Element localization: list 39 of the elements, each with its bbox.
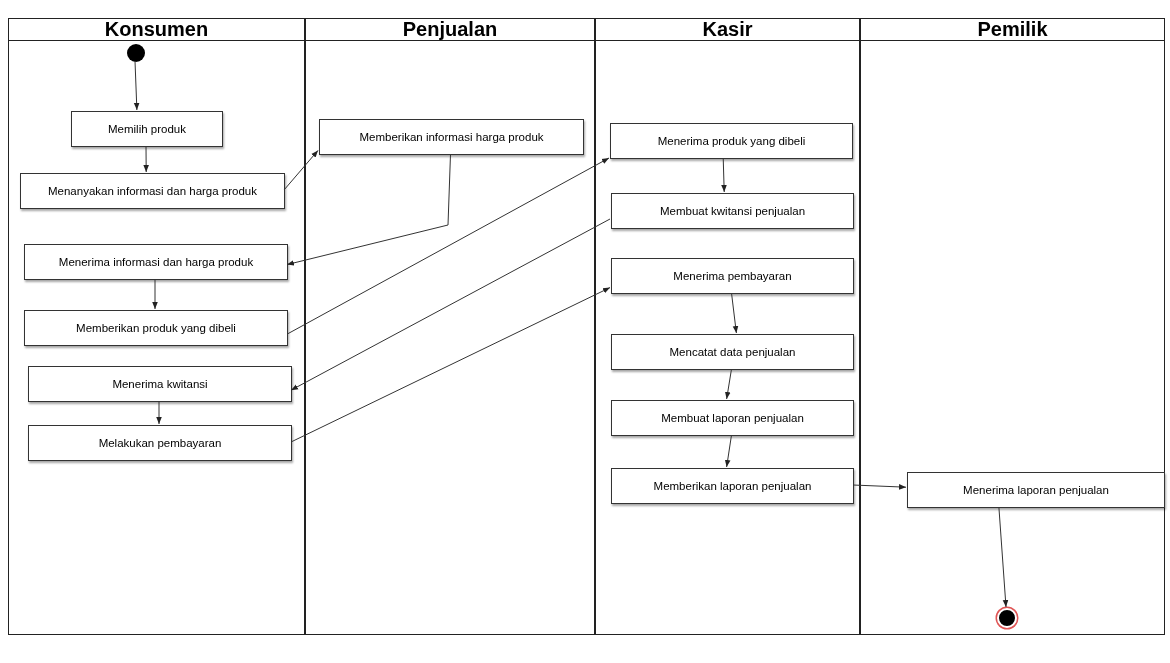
arrow <box>998 506 1009 608</box>
lane-title: Penjualan <box>306 19 594 41</box>
swimlane <box>305 18 595 635</box>
activity-box: Mencatat data penjualan <box>611 334 854 370</box>
lane-title: Kasir <box>596 19 859 41</box>
activity-box: Memilih produk <box>71 111 223 147</box>
end-node <box>997 608 1017 628</box>
arrow <box>286 153 451 266</box>
arrow <box>152 278 158 310</box>
swimlane <box>595 18 860 635</box>
activity-box: Menerima pembayaran <box>611 258 854 294</box>
arrow <box>143 145 149 173</box>
swimlane <box>860 18 1165 635</box>
start-node <box>127 44 145 62</box>
activity-box: Menanyakan informasi dan harga produk <box>20 173 285 209</box>
arrow <box>286 157 610 335</box>
activity-box: Membuat kwitansi penjualan <box>611 193 854 229</box>
arrow <box>721 157 727 193</box>
activity-box: Memberikan laporan penjualan <box>611 468 854 504</box>
activity-box: Memberikan informasi harga produk <box>319 119 584 155</box>
arrow <box>731 292 739 334</box>
activity-box: Menerima laporan penjualan <box>907 472 1165 508</box>
lane-title: Pemilik <box>861 19 1164 41</box>
arrow <box>283 149 319 191</box>
arrow <box>156 400 162 425</box>
activity-box: Menerima kwitansi <box>28 366 292 402</box>
activity-box: Memberikan produk yang dibeli <box>24 310 288 346</box>
swimlane <box>8 18 305 635</box>
arrow <box>724 434 732 468</box>
arrow <box>725 368 732 400</box>
activity-box: Membuat laporan penjualan <box>611 400 854 436</box>
arrow <box>290 218 611 391</box>
lane-title: Konsumen <box>9 19 304 41</box>
arrow <box>290 287 611 443</box>
activity-box: Menerima produk yang dibeli <box>610 123 853 159</box>
arrow <box>852 484 907 490</box>
activity-box: Menerima informasi dan harga produk <box>24 244 288 280</box>
arrow <box>133 60 140 111</box>
activity-box: Melakukan pembayaran <box>28 425 292 461</box>
